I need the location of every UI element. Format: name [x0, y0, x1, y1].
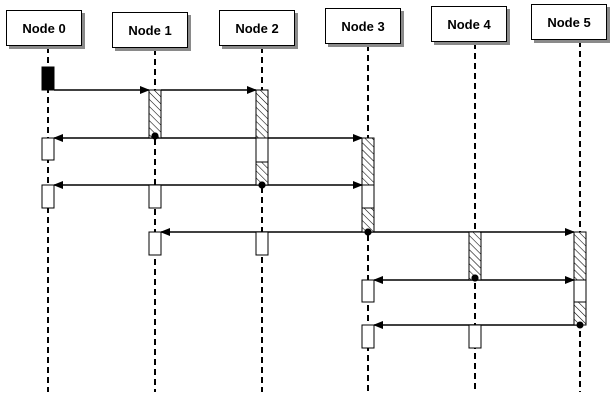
message-source-dot-node-3	[364, 228, 372, 236]
activation-node-3-hatched	[361, 137, 375, 186]
activation-node-1-hatched	[148, 89, 162, 139]
message-source-dot-node-1	[151, 132, 159, 140]
activation-node-3-hollow	[361, 324, 375, 349]
activation-node-5-hatched	[573, 231, 587, 281]
activation-node-3-hollow	[361, 184, 375, 209]
activation-node-4-hatched	[468, 231, 482, 281]
message-source-dot-node-5	[576, 321, 584, 329]
activation-node-3-hatched	[361, 207, 375, 233]
message-source-dot-node-4	[471, 274, 479, 282]
activation-node-4-hollow	[468, 324, 482, 349]
node-5-label: Node 5	[547, 14, 591, 30]
node-2-label: Node 2	[235, 20, 279, 36]
node-3-label: Node 3	[341, 18, 385, 34]
activation-node-0-solid	[41, 66, 55, 91]
node-4-box: Node 4	[431, 6, 507, 42]
activation-node-2-hollow	[255, 231, 269, 256]
activation-node-0-hollow	[41, 137, 55, 161]
node-1-box: Node 1	[112, 12, 188, 48]
activation-node-5-hollow	[573, 279, 587, 303]
node-2-box: Node 2	[219, 10, 295, 46]
node-5-box: Node 5	[531, 4, 607, 40]
message-source-dot-node-2	[258, 181, 266, 189]
activation-node-3-hollow	[361, 279, 375, 303]
activation-node-1-hollow	[148, 184, 162, 209]
activation-node-0-hollow	[41, 184, 55, 209]
node-1-label: Node 1	[128, 22, 172, 38]
node-0-box: Node 0	[6, 10, 82, 46]
node-4-label: Node 4	[447, 16, 491, 32]
activation-node-2-hollow	[255, 137, 269, 163]
activation-node-2-hatched	[255, 89, 269, 139]
activation-node-1-hollow	[148, 231, 162, 256]
node-0-label: Node 0	[22, 20, 66, 36]
node-3-box: Node 3	[325, 8, 401, 44]
